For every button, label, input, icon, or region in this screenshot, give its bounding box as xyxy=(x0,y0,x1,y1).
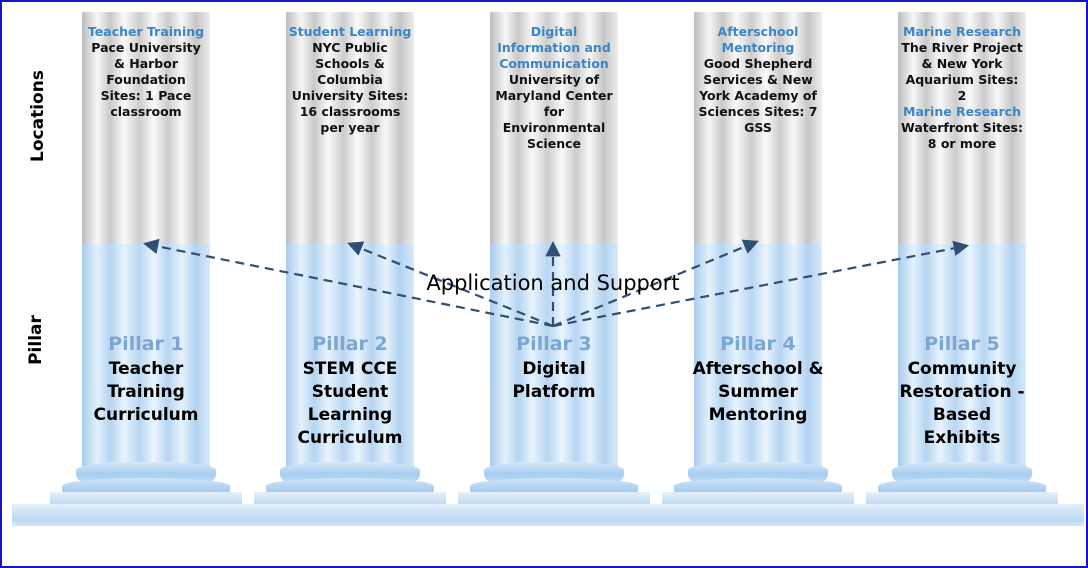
location-details: Waterfront Sites: 8 or more xyxy=(901,120,1023,151)
column-capital xyxy=(484,462,624,482)
pillar-title: Teacher Training Curriculum xyxy=(93,359,199,425)
location-details: University of Maryland Center for Enviro… xyxy=(495,72,613,151)
column-capital xyxy=(280,462,420,482)
pillar-number: Pillar 1 xyxy=(108,333,184,355)
location-details: NYC Public Schools & Columbia University… xyxy=(291,40,409,135)
column-capital xyxy=(688,462,828,482)
column-base-lower xyxy=(458,492,650,506)
column-base-lower xyxy=(662,492,854,506)
focus-area-label: Marine Research xyxy=(903,24,1021,39)
focus-area-label: Digital Information and Communication xyxy=(497,24,611,71)
focus-area-label: Teacher Training xyxy=(87,24,205,39)
pillar-title: Community Restoration - Based Exhibits xyxy=(899,359,1025,448)
pillar-number: Pillar 4 xyxy=(720,333,796,355)
pillar-title: Digital Platform xyxy=(512,359,596,402)
pillar-title: STEM CCE Student Learning Curriculum xyxy=(297,359,403,448)
location-details: The River Project & New York Aquarium Si… xyxy=(901,40,1023,103)
focus-area-label: Student Learning xyxy=(288,24,412,39)
column-base-upper xyxy=(470,478,638,494)
support-arrow-4 xyxy=(552,239,759,328)
support-arrow-2 xyxy=(347,241,554,328)
column-base-upper xyxy=(674,478,842,494)
pillar-number: Pillar 2 xyxy=(312,333,388,355)
column-capital xyxy=(76,462,216,482)
column-shaft xyxy=(82,12,210,476)
pillar-title: Afterschool & Summer Mentoring xyxy=(692,359,824,425)
pillar-number: Pillar 3 xyxy=(516,333,592,355)
column-shaft xyxy=(286,12,414,476)
column-shaft xyxy=(898,12,1026,476)
column-base-upper xyxy=(62,478,230,494)
floor-platform xyxy=(12,504,1084,526)
column-base-lower xyxy=(254,492,446,506)
support-arrow-5 xyxy=(552,240,970,328)
column-base-lower xyxy=(50,492,242,506)
application-and-support-label: Application and Support xyxy=(426,271,680,295)
focus-area-label: Afterschool Mentoring xyxy=(717,24,799,55)
support-arrow-1 xyxy=(142,238,554,328)
column-base-lower xyxy=(866,492,1058,506)
column-base-upper xyxy=(878,478,1046,494)
location-details: Pace University & Harbor Foundation Site… xyxy=(91,40,201,119)
column-shaft xyxy=(694,12,822,476)
location-details: Good Shepherd Services & New York Academ… xyxy=(698,56,818,135)
column-capital xyxy=(892,462,1032,482)
column-base-upper xyxy=(266,478,434,494)
column-shaft xyxy=(490,12,618,476)
focus-area-label: Marine Research xyxy=(903,104,1021,119)
pillar-number: Pillar 5 xyxy=(924,333,1000,355)
